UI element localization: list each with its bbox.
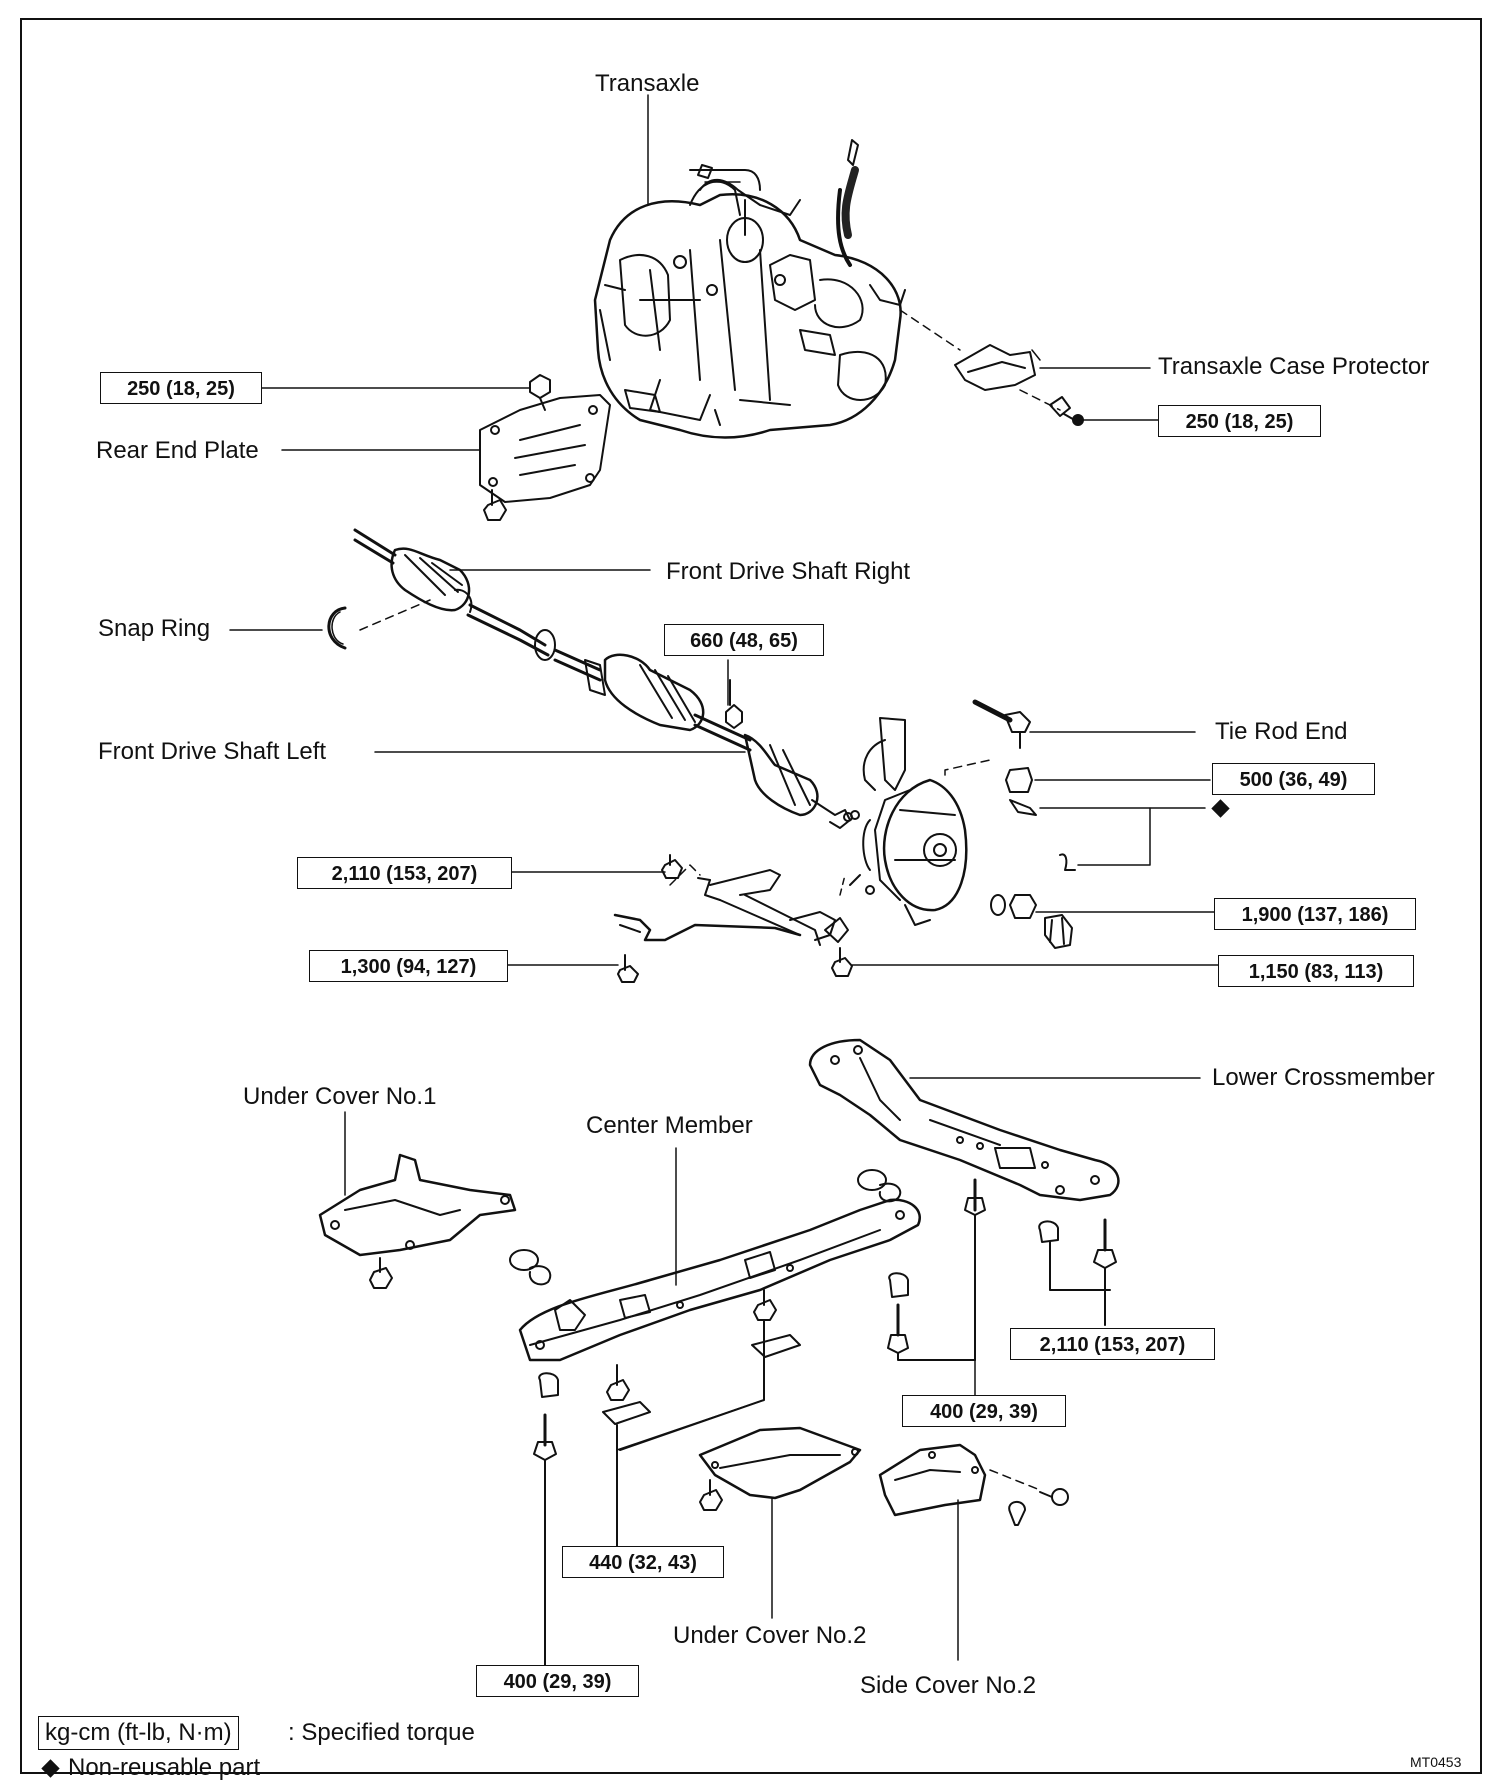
transaxle-case-protector-label: Transaxle Case Protector [1158, 353, 1430, 380]
steering-knuckle-drawing [849, 717, 968, 926]
stabilizer-bolt [617, 954, 639, 983]
center-member-bolt-mid-top [619, 1289, 801, 1451]
under-cover-no2-label: Under Cover No.2 [673, 1622, 867, 1649]
center-member-bolt-front [533, 1372, 559, 1671]
legend-torque-desc: : Specified torque [288, 1719, 475, 1746]
legend-torque-box: kg-cm (ft-lb, N·m) [38, 1716, 239, 1750]
case-protector-bolt [1049, 396, 1084, 426]
torque-center-member-front-bolt: 400 (29, 39) [476, 1665, 639, 1697]
under-cover-no1-bolt [369, 1257, 393, 1289]
legend-non-reusable: Non-reusable part [68, 1754, 261, 1781]
center-member-mount-front [509, 1249, 552, 1286]
transaxle-case-protector-drawing [954, 344, 1041, 391]
lower-crossmember-drawing [808, 1038, 1120, 1202]
torque-tie-rod-nut: 500 (36, 49) [1212, 763, 1375, 795]
front-drive-shaft-left-drawing [743, 733, 853, 829]
snap-ring-drawing [327, 606, 347, 650]
under-cover-no2-bolt [699, 1479, 723, 1511]
lower-arm-drawing [613, 864, 849, 946]
rear-end-plate-bolt-bottom [483, 489, 507, 521]
torque-stabilizer-bolt: 1,300 (94, 127) [309, 950, 508, 982]
cotter-pin [1009, 799, 1076, 871]
center-member-bolt-mid-bottom [602, 1364, 651, 1549]
tie-rod-nut [1005, 767, 1033, 793]
crossmember-bolt-nut [1038, 1220, 1111, 1291]
torque-drive-shaft-bolt: 660 (48, 65) [664, 624, 824, 656]
front-drive-shaft-right-label: Front Drive Shaft Right [666, 558, 911, 585]
center-member-label: Center Member [586, 1112, 753, 1139]
under-cover-no2-drawing [698, 1426, 862, 1500]
torque-ball-joint-bolt: 1,150 (83, 113) [1218, 955, 1414, 987]
side-cover-clip [1008, 1488, 1069, 1526]
under-cover-no1-drawing [318, 1153, 517, 1257]
front-drive-shaft-left-label: Front Drive Shaft Left [98, 738, 327, 765]
side-cover-no2-label: Side Cover No.2 [860, 1672, 1037, 1699]
torque-center-member-mid-bolt: 440 (32, 43) [562, 1546, 724, 1578]
arm-bolt-upper [661, 854, 683, 879]
axle-nut-parts [990, 894, 1073, 949]
torque-center-member-rear-bolt: 400 (29, 39) [902, 1395, 1066, 1427]
snap-ring-label: Snap Ring [98, 615, 211, 642]
torque-crossmember-bolt: 2,110 (153, 207) [1010, 1328, 1215, 1360]
torque-arm-bolt-upper: 2,110 (153, 207) [297, 857, 512, 889]
transaxle-drawing [593, 139, 906, 439]
side-cover-no2-drawing [878, 1443, 987, 1517]
torque-axle-nut: 1,900 (137, 186) [1214, 898, 1416, 930]
lower-crossmember-label: Lower Crossmember [1212, 1064, 1435, 1091]
center-member-bolt-rear [887, 1272, 976, 1361]
diagram-frame [20, 18, 1482, 1774]
front-drive-shaft-right-drawing [353, 528, 752, 752]
transaxle-label: Transaxle [595, 70, 700, 97]
drive-shaft-bolt [725, 679, 743, 729]
torque-rear-end-plate-bolt: 250 (18, 25) [100, 372, 262, 404]
tie-rod-end-drawing [972, 699, 1031, 749]
torque-case-protector-bolt: 250 (18, 25) [1158, 405, 1321, 437]
crossmember-front-bolt [899, 1178, 986, 1361]
under-cover-no1-label: Under Cover No.1 [243, 1083, 437, 1110]
rear-end-plate-label: Rear End Plate [96, 437, 259, 464]
ball-joint-bolt [831, 947, 853, 977]
rear-end-plate-bolt-top [529, 374, 551, 411]
figure-code: MT0453 [1410, 1754, 1462, 1770]
rear-end-plate-drawing [479, 394, 611, 503]
center-member-mount-rear [857, 1169, 902, 1203]
center-member-drawing [518, 1198, 921, 1362]
tie-rod-end-label: Tie Rod End [1215, 718, 1348, 745]
